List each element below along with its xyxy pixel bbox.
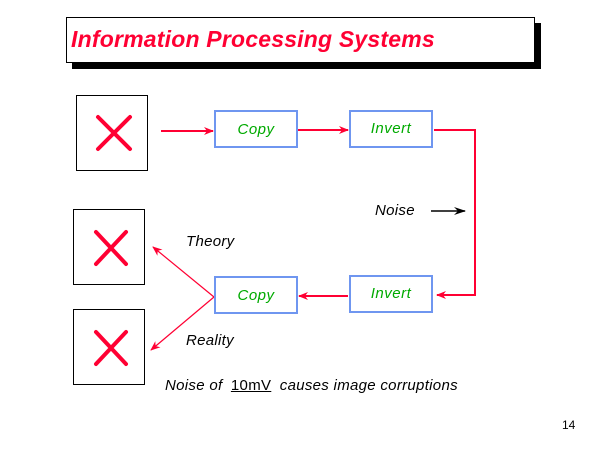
arrow-copy-to-theory [152,246,215,298]
x-mark-icon [94,230,128,266]
wire-invert-loop [434,129,476,299]
reality-label: Reality [186,332,234,349]
x-mark-icon [96,115,132,151]
theory-image-box [73,209,145,285]
invert-label: Invert [370,120,412,137]
x-mark-icon [94,330,128,366]
source-image-box [76,95,148,171]
invert-box-top: Invert [349,110,433,148]
caption: Noise of 10mV causes image corruptions [165,377,458,394]
copy-label: Copy [237,120,275,138]
copy-box-bottom: Copy [214,276,298,314]
slide-title-box: Information Processing Systems [66,17,535,63]
theory-label: Theory [186,233,235,250]
invert-label: Invert [370,285,412,302]
invert-box-bottom: Invert [349,275,433,313]
copy-box-top: Copy [214,110,298,148]
reality-image-box [73,309,145,385]
caption-noise-value: 10mV [230,377,272,394]
copy-label: Copy [237,286,275,304]
caption-suffix: causes image corruptions [279,377,458,394]
slide-title: Information Processing Systems [71,26,435,52]
caption-prefix: Noise of [165,377,223,394]
noise-label: Noise [375,202,415,219]
page-number: 14 [562,418,576,432]
arrow-copy-to-reality [150,296,215,351]
